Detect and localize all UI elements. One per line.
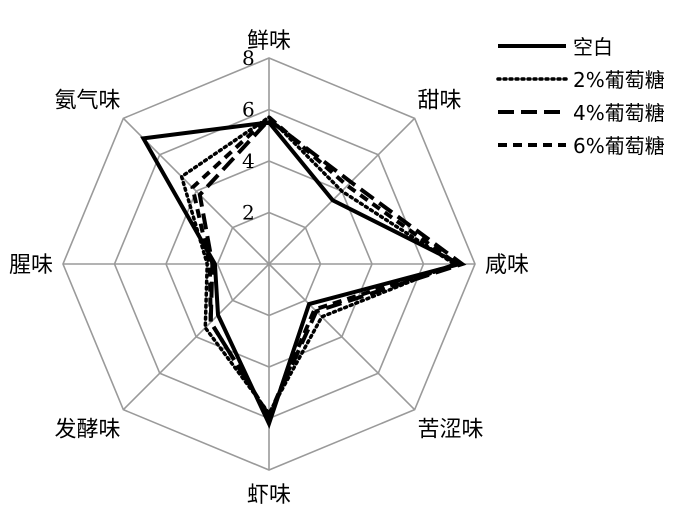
grid-spoke xyxy=(122,263,270,411)
legend-label: 空白 xyxy=(573,35,613,59)
legend: 空白 2%葡萄糖 4%葡萄糖 6%葡萄糖 xyxy=(496,35,665,158)
axis-label: 氨气味 xyxy=(54,89,120,114)
tick-label: 6 xyxy=(242,98,255,122)
axis-label: 苦涩味 xyxy=(417,417,483,442)
axis-label: 虾味 xyxy=(247,483,291,508)
axis-label: 甜味 xyxy=(417,89,461,114)
legend-label: 6%葡萄糖 xyxy=(573,134,665,158)
legend-label: 2%葡萄糖 xyxy=(573,68,665,92)
series-line-4 xyxy=(190,114,462,421)
axis-label: 咸味 xyxy=(485,253,529,278)
radial-tick-labels: 2 4 6 8 xyxy=(242,46,255,225)
axis-label: 发酵味 xyxy=(54,417,120,442)
axis-label: 鲜味 xyxy=(247,29,291,54)
grid-spoke xyxy=(268,263,416,411)
series-lines xyxy=(140,114,467,430)
series-line-3 xyxy=(197,117,467,421)
tick-label: 8 xyxy=(242,46,255,70)
series-line-1 xyxy=(140,120,466,430)
tick-label: 2 xyxy=(242,201,255,225)
axis-label: 腥味 xyxy=(9,253,53,278)
tick-label: 4 xyxy=(242,149,255,173)
legend-label: 4%葡萄糖 xyxy=(573,101,665,125)
